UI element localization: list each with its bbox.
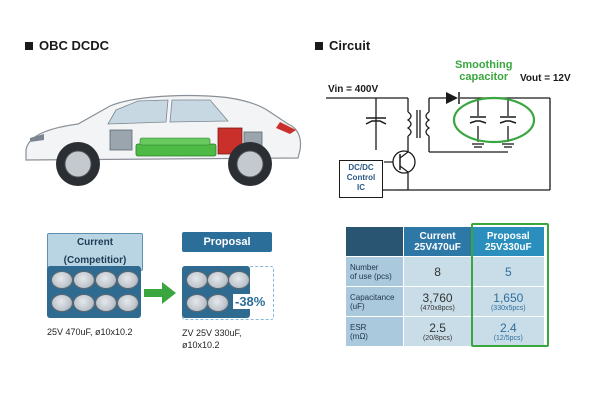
cell-proposal-value: 1,650: [493, 291, 524, 305]
window-rear: [169, 99, 229, 123]
cell-proposal-sub: (330x5pcs): [490, 305, 526, 312]
motor-component: [109, 129, 133, 151]
current-caption: 25V 470uF, ø10x10.2: [47, 327, 133, 337]
col-proposal-line1: Proposal: [486, 230, 530, 242]
row-label-line2: (mΩ): [350, 331, 368, 341]
circuit-title-text: Circuit: [329, 38, 371, 53]
reduction-percent: -38%: [233, 294, 268, 309]
capacitor-icon: [186, 271, 208, 289]
bullet-square-icon: [25, 41, 33, 50]
cell-current: 3,760 (470x8pcs): [402, 286, 473, 317]
row-label-line1: Number: [350, 262, 379, 272]
col-current-line1: Current: [419, 230, 456, 242]
ic-line3: IC: [357, 183, 365, 192]
capacitor-icon: [73, 294, 95, 312]
proposal-capacitor-panel: [182, 266, 250, 318]
obc-dcdc-title: OBC DCDC: [25, 38, 109, 53]
proposal-caption-line2: ø10x10.2: [182, 340, 220, 350]
circuit-diagram: [326, 92, 551, 191]
transistor-icon: [384, 150, 416, 174]
cell-proposal-value: 5: [504, 264, 512, 279]
smoothing-line2: capacitor: [459, 71, 509, 83]
diode-icon: [446, 92, 460, 104]
col-current: Current 25V470uF: [402, 226, 473, 257]
row-label-line1: Capacitance: [350, 292, 395, 302]
cell-current-sub: (470x8pcs): [420, 305, 455, 312]
car-illustration: [25, 94, 302, 186]
current-competitor-label: Current (Competitior): [47, 233, 143, 271]
cell-proposal-value: 2.4: [499, 321, 517, 335]
cell-proposal-sub: (12/5pcs): [493, 335, 523, 342]
battery-pack-upper: [139, 137, 211, 146]
proposal-highlight: [471, 223, 549, 347]
col-proposal-line2: 25V330uF: [484, 241, 532, 253]
capacitor-icon: [95, 294, 117, 312]
capacitor-icon: [95, 271, 117, 289]
ic-line2: Control: [346, 173, 376, 182]
col-current-line2: 25V470uF: [414, 241, 461, 253]
table-header-row: Current 25V470uF Proposal 25V330uF: [345, 226, 546, 257]
row-label-line2: (uF): [350, 301, 365, 311]
circuit-title: Circuit: [315, 38, 370, 53]
obc-dcdc-title-text: OBC DCDC: [39, 38, 110, 53]
cell-current: 2.5 (20/8pcs): [402, 316, 473, 347]
arrow-right-icon: [144, 282, 176, 304]
proposal-caption: ZV 25V 330uF, ø10x10.2: [182, 327, 242, 351]
comparison-table: Current 25V470uF Proposal 25V330uF Numbe…: [345, 226, 546, 347]
headlight: [30, 134, 44, 142]
capacitor-icon: [186, 294, 208, 312]
vout-label: Vout = 12V: [520, 73, 571, 84]
ic-line1: DC/DC: [348, 163, 374, 172]
cell-current-value: 3,760: [422, 291, 453, 305]
col-proposal: Proposal 25V330uF: [471, 226, 546, 257]
cell-current-value: 2.5: [429, 321, 446, 335]
table-row: ESR (mΩ) 2.5 (20/8pcs) 2.4 (12/5pcs): [345, 316, 546, 347]
row-label-line2: of use (pcs): [350, 271, 392, 281]
capacitor-icon: [207, 294, 229, 312]
bullet-square-icon: [315, 41, 323, 50]
tail-light: [276, 122, 296, 134]
proposal-caption-line1: ZV 25V 330uF,: [182, 328, 242, 338]
cell-current-sub: (20/8pcs): [422, 335, 453, 342]
window-front: [107, 99, 169, 125]
cell-current: 8: [402, 256, 473, 287]
capacitor-icon: [51, 294, 73, 312]
dcdc-control-ic: DC/DC Control IC: [339, 160, 383, 198]
proposal-label: Proposal: [182, 232, 272, 252]
capacitor-icon: [73, 271, 95, 289]
table-corner: [345, 226, 404, 257]
input-capacitor-icon: [365, 117, 387, 125]
smoothing-line1: Smoothing: [455, 59, 513, 71]
row-label-line1: ESR: [350, 322, 367, 332]
output-capacitor-icon: [469, 116, 517, 124]
cell-proposal: 5: [471, 256, 546, 287]
cell-current-value: 8: [434, 264, 441, 279]
row-label: ESR (mΩ): [345, 316, 404, 347]
table-row: Number of use (pcs) 8 5: [345, 256, 546, 287]
smoothing-highlight: [452, 96, 536, 144]
smoothing-capacitor-label: Smoothing capacitor: [455, 59, 512, 83]
capacitor-icon: [207, 271, 229, 289]
capacitor-icon: [117, 294, 139, 312]
cell-proposal: 2.4 (12/5pcs): [471, 316, 546, 347]
capacitor-icon: [228, 271, 250, 289]
capacitor-icon: [51, 271, 73, 289]
row-label: Capacitance (uF): [345, 286, 404, 317]
row-label: Number of use (pcs): [345, 256, 404, 287]
current-capacitor-panel: [47, 266, 141, 318]
battery-pack: [135, 143, 217, 157]
vin-label: Vin = 400V: [328, 84, 379, 95]
capacitor-icon: [117, 271, 139, 289]
